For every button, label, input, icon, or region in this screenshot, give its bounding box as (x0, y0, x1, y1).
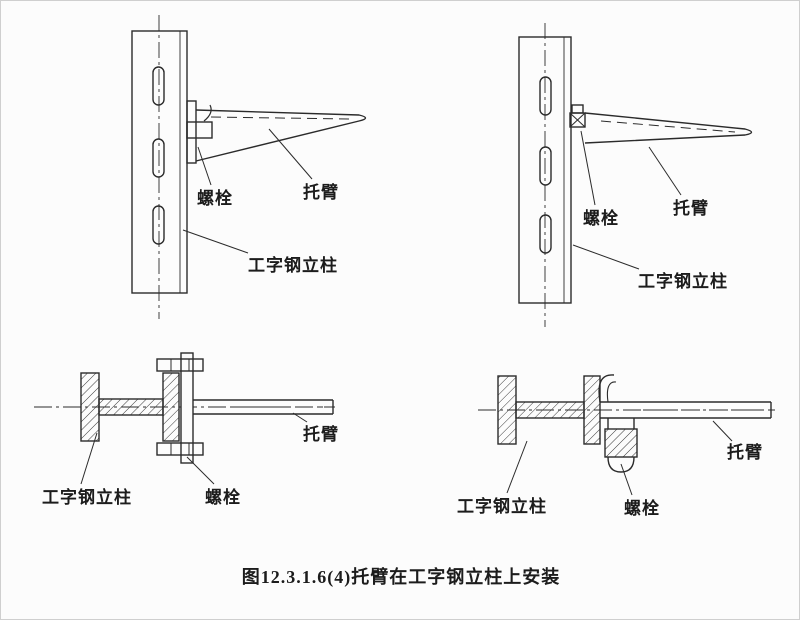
label-bolt: 螺栓 (205, 487, 241, 507)
leader-bracket (648, 146, 682, 196)
leader-bracket (292, 412, 308, 423)
bolt (186, 121, 213, 139)
column-slot (152, 66, 165, 106)
column-slot (539, 146, 552, 186)
label-bolt: 螺栓 (583, 208, 619, 228)
bracket-arm (584, 112, 753, 144)
ibeam-column (518, 36, 572, 304)
column-web-section (515, 401, 585, 419)
label-column: 工字钢立柱 (638, 271, 728, 291)
leader-column (506, 440, 528, 494)
bracket-base-plate (180, 352, 194, 464)
label-bolt: 螺栓 (197, 188, 233, 208)
column-slot (539, 76, 552, 116)
label-bracket: 托臂 (727, 442, 763, 462)
bolt (569, 112, 586, 128)
column-flange-section (583, 375, 601, 445)
diagram-plan-left (34, 352, 335, 485)
u-bolt (607, 456, 635, 473)
ibeam-column (131, 30, 188, 294)
column-flange-section (162, 372, 180, 442)
label-bracket: 托臂 (673, 198, 709, 218)
figure-caption: 图12.3.1.6(4)托臂在工字钢立柱上安装 (242, 566, 561, 588)
leader-bracket (268, 128, 313, 180)
bolt (156, 442, 204, 456)
label-bracket: 托臂 (303, 424, 339, 444)
mounting-plate (186, 100, 197, 164)
leader-bolt (197, 146, 212, 186)
column-flange-section (497, 375, 517, 445)
clamp-block (604, 428, 638, 458)
bracket-slot-dashes (600, 120, 736, 133)
column-slot (152, 205, 165, 245)
leader-column (572, 244, 640, 270)
bolt-hook (203, 104, 212, 122)
label-column: 工字钢立柱 (457, 496, 547, 516)
leader-bolt (620, 463, 633, 496)
leader-bolt (186, 456, 215, 485)
diagram-plan-right (478, 374, 775, 496)
label-column: 工字钢立柱 (248, 255, 338, 275)
diagram-elevation-left (131, 15, 367, 319)
leader-column (80, 432, 98, 485)
label-bolt: 螺栓 (624, 498, 660, 518)
label-column: 工字钢立柱 (42, 487, 132, 507)
leader-bolt (580, 130, 596, 206)
column-flange-section (80, 372, 100, 442)
bolt (156, 358, 204, 372)
bracket-slot-dashes (210, 116, 350, 120)
leader-bracket (712, 420, 733, 442)
leader-column (182, 229, 249, 254)
bracket-hook-inner (606, 381, 617, 403)
diagram-elevation-right (518, 23, 753, 327)
column-web-section (98, 398, 164, 416)
bracket-hook (598, 374, 615, 403)
column-slot (152, 138, 165, 178)
label-bracket: 托臂 (303, 182, 339, 202)
bracket-arm (195, 109, 367, 162)
bolt-head (571, 104, 584, 114)
column-slot (539, 214, 552, 254)
